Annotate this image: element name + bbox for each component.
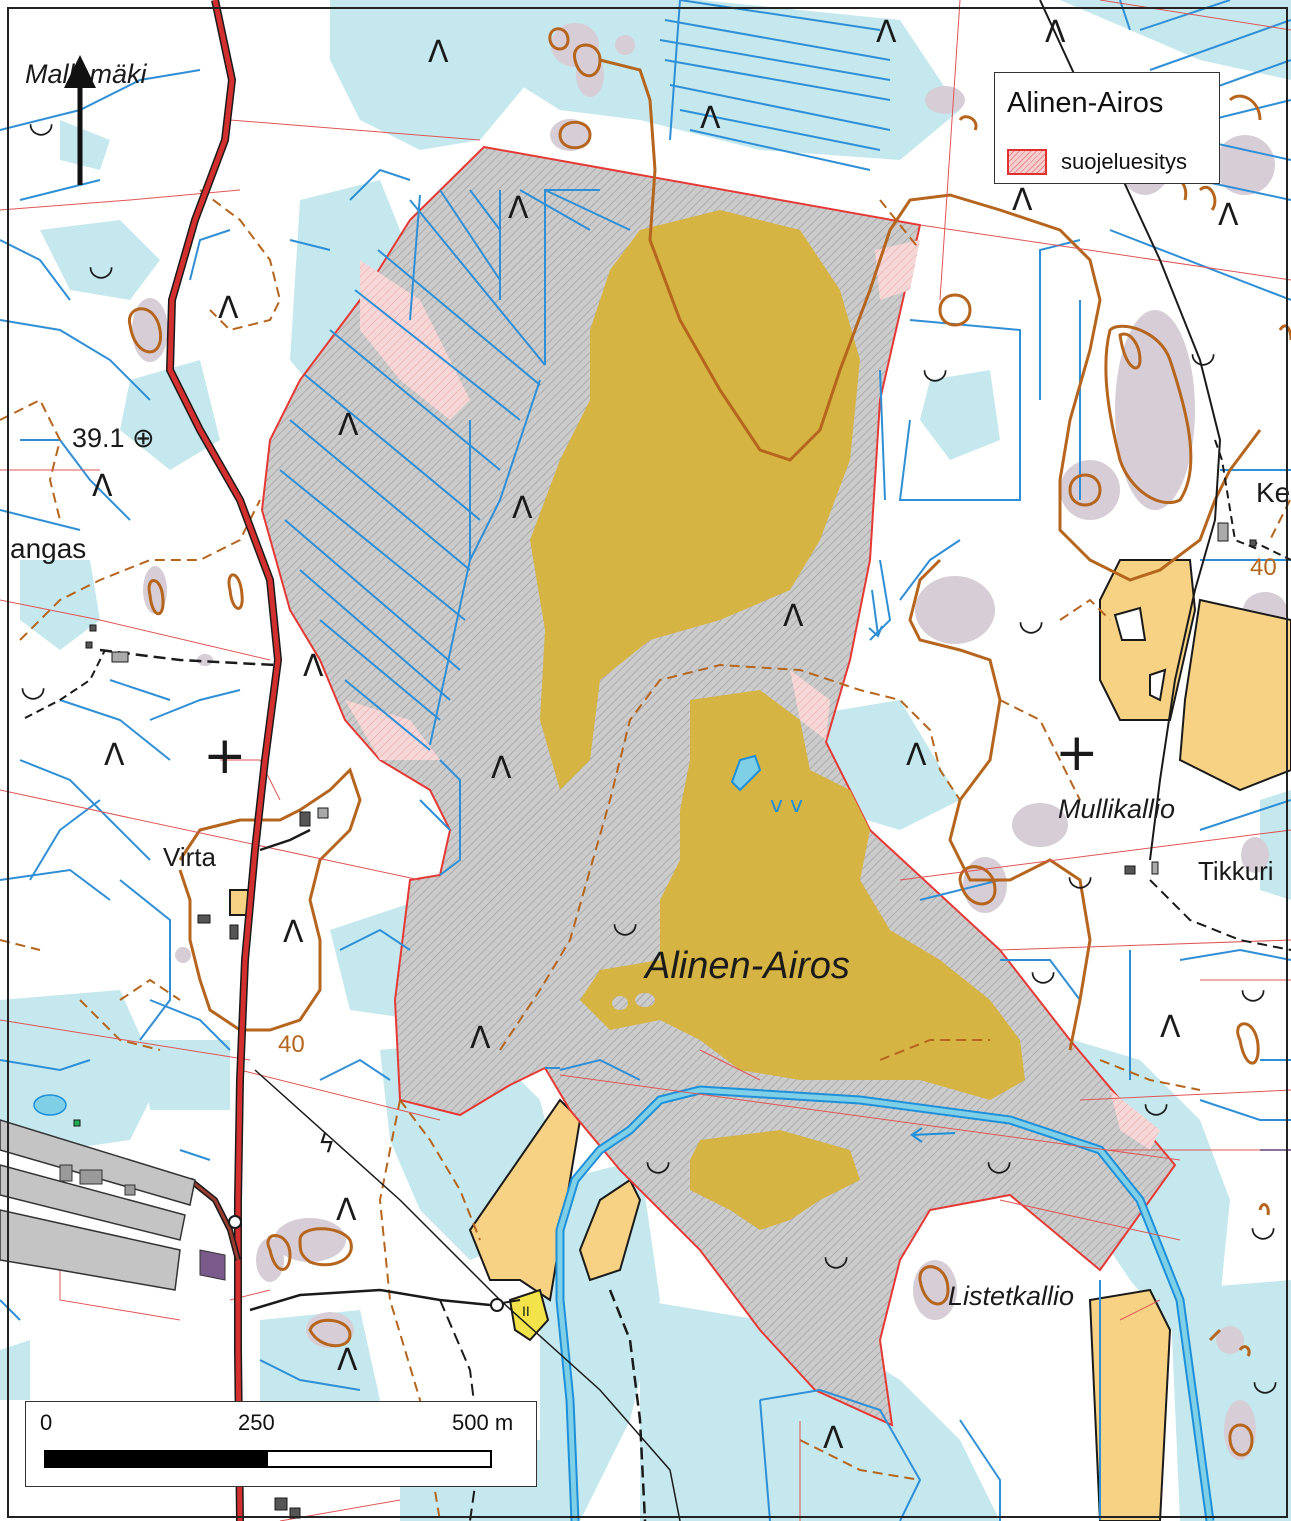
forest-symbol: Λ (428, 35, 449, 70)
forest-symbol: Λ (1012, 183, 1033, 218)
power-line (254, 1069, 681, 1521)
forest-symbol: Λ (1160, 1010, 1181, 1045)
rock-symbol: ◡ (1030, 953, 1056, 988)
legend-title: Alinen-Airos (1007, 87, 1164, 119)
marsh-symbol: v v (770, 793, 803, 818)
rock-symbol: ◡ (1250, 1209, 1276, 1244)
campfire-symbol: II (522, 1303, 530, 1319)
map-frame (7, 7, 1288, 1518)
rock-symbol: ◡ (986, 1143, 1012, 1178)
river-flow-arrow (911, 1132, 956, 1136)
forest-symbol: Λ (508, 191, 529, 226)
forest-symbol: Λ (283, 915, 304, 950)
contour-label-west: 40 (278, 1031, 305, 1058)
contour-lines (127, 27, 1291, 1457)
rock-symbol: ◡ (1018, 603, 1044, 638)
place-label-ke: Ke (1256, 477, 1290, 508)
rock-symbol: ◡ (28, 105, 54, 140)
forest-symbol: Λ (303, 649, 324, 684)
rock-symbol: ◡ (645, 1143, 671, 1178)
forest-symbol: Λ (1045, 15, 1066, 50)
map-legend: Alinen-Airos suojeluesitys (994, 72, 1220, 184)
rock-symbol: ◡ (1252, 1363, 1278, 1398)
pond-west (33, 1094, 67, 1116)
forest-symbol: Λ (783, 599, 804, 634)
forest-symbol: Λ (512, 491, 533, 526)
forest-symbol: Λ (92, 469, 113, 504)
lightning-symbol: ϟ (318, 1129, 335, 1159)
rock-symbol: ◡ (823, 1238, 849, 1273)
rock-symbol: ◡ (1067, 858, 1093, 893)
forest-symbol: Λ (104, 738, 125, 773)
forest-symbol: Λ (338, 408, 359, 443)
place-label-tikkuri: Tikkuri (1198, 856, 1274, 886)
legend-swatch-conservation (1007, 149, 1047, 175)
north-arrow-icon (64, 55, 96, 185)
rock-symbol: ◡ (88, 248, 114, 283)
power-pylon (490, 1298, 504, 1312)
open-bog-areas (530, 210, 1025, 1230)
forest-symbol: Λ (876, 15, 897, 50)
place-label-alinen-airos: Alinen-Airos (643, 945, 850, 987)
place-label-listetkallio: Listetkallio (948, 1281, 1074, 1311)
rock-symbol: ◡ (1143, 1085, 1169, 1120)
place-label-virta: Virta (163, 842, 217, 872)
scale-tick-250: 250 (238, 1410, 275, 1435)
vegetation-symbols: Λ Λ Λ Λ Λ Λ Λ Λ Λ Λ Λ Λ Λ Λ Λ Λ Λ Λ Λ Λ … (92, 15, 1239, 1456)
forest-symbol: Λ (218, 291, 239, 326)
scale-tick-500: 500 m (452, 1410, 514, 1435)
forest-symbol: Λ (336, 1193, 357, 1228)
forest-symbol: Λ (491, 751, 512, 786)
rock-symbol: ◡ (1190, 335, 1216, 370)
scale-tick-0: 0 (40, 1410, 53, 1435)
rock-symbol: ◡ (922, 351, 948, 386)
forest-symbol: Λ (700, 101, 721, 136)
legend-item-label: suojeluesitys (1061, 149, 1187, 174)
place-label-mullikallio: Mullikallio (1058, 794, 1175, 824)
place-label-kangas: angas (10, 533, 86, 564)
conservation-subareas (345, 240, 1160, 1150)
rock-symbol: ◡ (20, 669, 46, 704)
cross-symbol: + (203, 726, 247, 786)
rock-symbols: ◡ ◡ ◡ ◡ ◡ ◡ ◡ ◡ ◡ ◡ ◡ ◡ ◡ ◡ ◡ ◡ (20, 105, 1278, 1398)
forest-symbol: Λ (337, 1343, 358, 1378)
pond (730, 754, 762, 792)
buildings (73, 522, 1257, 1519)
rock-symbol: ◡ (1240, 971, 1266, 1006)
field-areas (229, 559, 1291, 1521)
elevation-point-label: 39.1 ⊕ (72, 423, 155, 453)
cross-symbol: + (1055, 723, 1099, 783)
forest-symbol: Λ (823, 1421, 844, 1456)
scale-bar: 0 250 500 m (25, 1401, 537, 1487)
scale-bar-graphic (44, 1450, 492, 1468)
rock-symbol: ◡ (612, 905, 638, 940)
contour-label-east: 40 (1250, 554, 1277, 581)
stream-flow-arrow (871, 589, 879, 636)
dashed-contours (0, 189, 1291, 1521)
forest-symbol: Λ (1218, 198, 1239, 233)
industrial-buildings (0, 1119, 226, 1291)
road-network (24, 0, 1291, 1521)
forest-symbol: Λ (470, 1021, 491, 1056)
campfire-site (508, 1288, 550, 1342)
forest-symbol: Λ (906, 738, 927, 773)
scale-bar-fill (46, 1452, 268, 1466)
